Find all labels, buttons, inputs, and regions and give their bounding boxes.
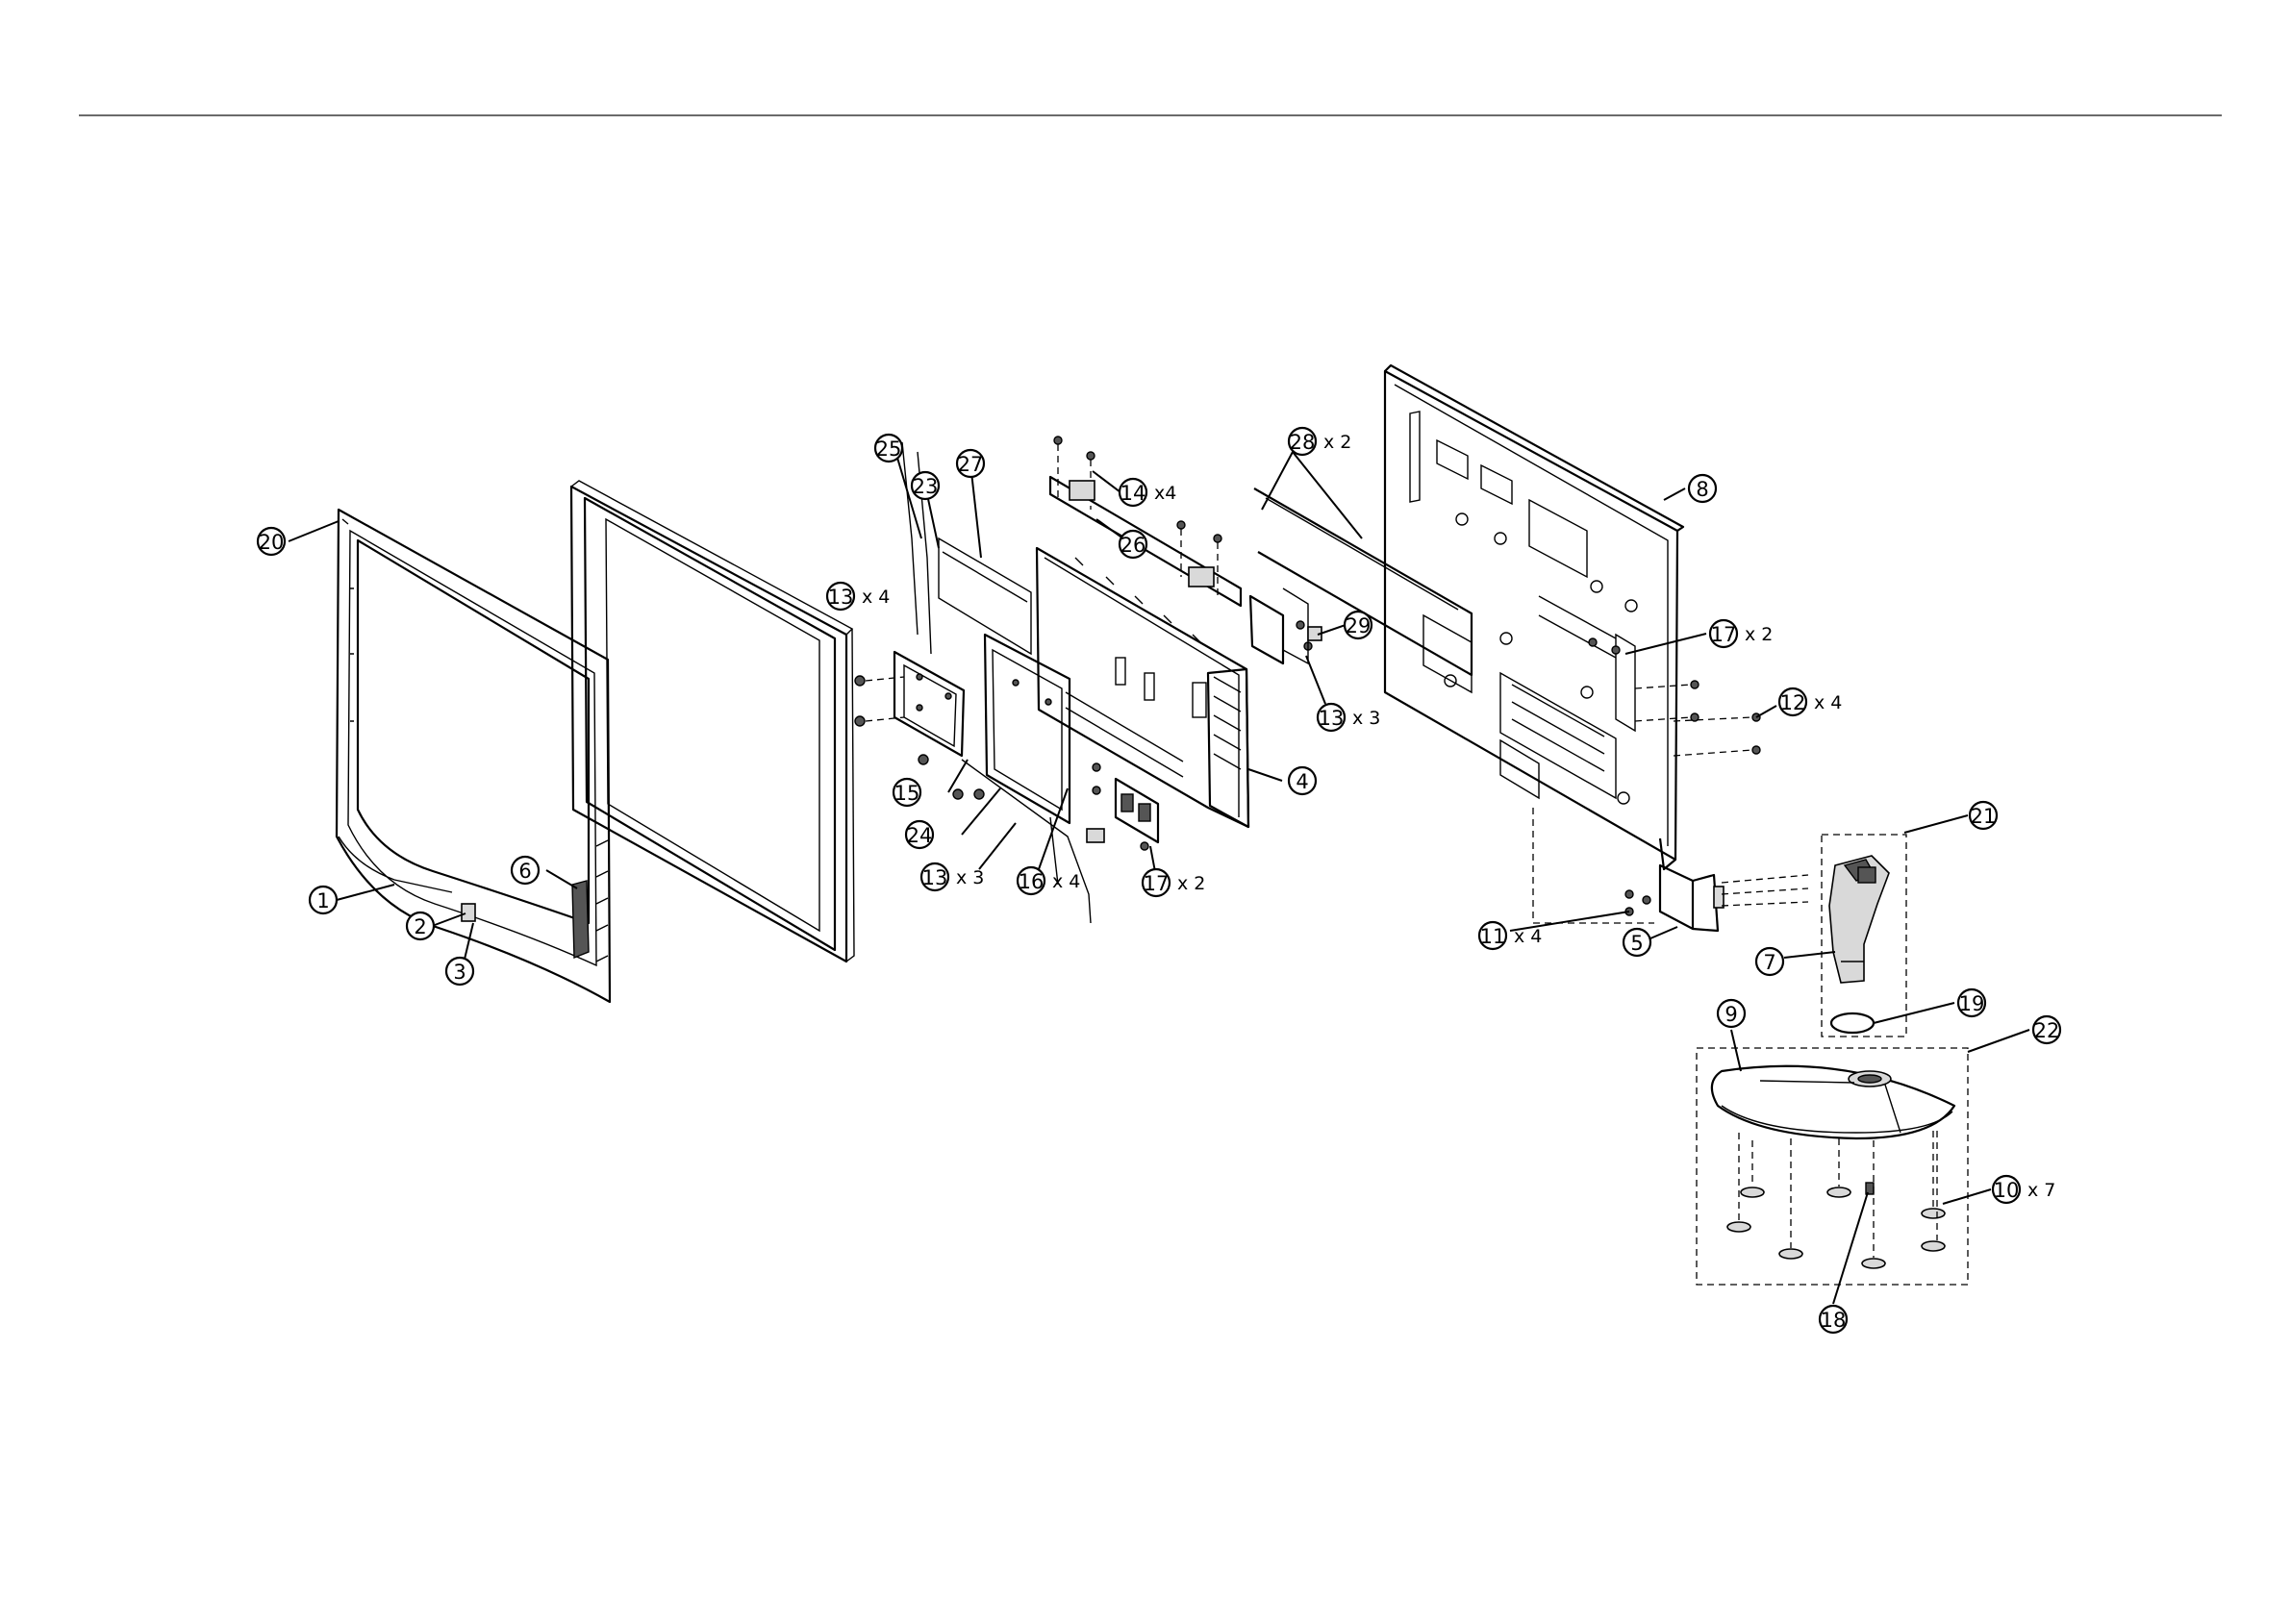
hinge-bracket [1533,808,1808,931]
callout-quantity: x 2 [1323,432,1351,453]
callout-number: 28 [1290,431,1316,454]
callout-number: 12 [1780,691,1806,714]
callout-c13b: 13 x 3 [921,863,984,890]
callout-number: 3 [453,961,466,984]
callout-c4: 4 [1289,767,1316,794]
callout-quantity: x 4 [1814,692,1842,713]
callout-c24: 24 [906,821,933,848]
callout-c20: 20 [258,528,285,555]
callout-number: 4 [1296,770,1308,793]
callout-number: 10 [1994,1179,2020,1202]
callout-quantity: x 4 [862,587,890,608]
callout-quantity: x 3 [956,867,984,888]
callout-c14: 14 x4 [1120,479,1176,506]
callout-quantity: x 2 [1745,624,1773,645]
callout-c25: 25 [875,435,902,462]
callout-c13c: 13 x 3 [1318,704,1380,731]
callout-c7: 7 [1756,948,1783,975]
callout-c3: 3 [446,958,473,985]
callout-number: 17 [1711,623,1737,646]
callout-c19: 19 [1958,989,1985,1016]
front-bezel [337,510,610,1002]
rear-cover [1385,365,1683,869]
callout-c15: 15 [894,779,920,806]
callout-c29: 29 [1345,612,1372,638]
callout-number: 27 [958,453,984,476]
callout-c13a: 13 x 4 [827,583,890,610]
callout-c12: 12 x 4 [1779,688,1842,715]
callout-c17b: 17 x 2 [1710,620,1773,647]
callout-c9: 9 [1718,1000,1745,1027]
keypad-board [894,652,964,756]
callout-c8: 8 [1689,475,1716,502]
callout-c2: 2 [407,912,434,939]
callout-c23: 23 [912,472,939,499]
power-board [985,635,1070,823]
callout-c10: 10 x 7 [1993,1176,2055,1203]
callout-c21: 21 [1970,802,1997,829]
callout-c18: 18 [1820,1306,1847,1333]
stand-neck-group [1822,835,1906,1037]
callout-number: 19 [1959,992,1985,1015]
callout-number: 2 [414,915,426,938]
callout-number: 24 [907,824,933,847]
callout-quantity: x 7 [2027,1180,2055,1201]
callout-quantity: x4 [1154,483,1176,504]
callout-number: 14 [1120,482,1146,505]
callout-c16: 16 x 4 [1018,867,1080,894]
callout-quantity: x 4 [1514,926,1542,947]
callout-c27: 27 [957,450,984,477]
callout-number: 15 [894,782,920,805]
callout-number: 17 [1144,872,1170,895]
callout-c28: 28 x 2 [1289,428,1351,455]
callout-number: 22 [2034,1019,2060,1042]
callout-c22: 22 [2033,1016,2060,1043]
callout-number: 5 [1630,932,1643,955]
callout-number: 13 [1319,707,1345,730]
callout-number: 21 [1971,805,1997,828]
callout-c1: 1 [310,887,337,913]
callout-number: 11 [1480,925,1506,948]
callout-number: 29 [1346,614,1372,637]
lcd-panel [571,481,854,962]
callout-quantity: x 4 [1052,871,1080,892]
callout-number: 13 [922,866,948,889]
stand-base-group [1697,1048,1968,1285]
callout-c5: 5 [1624,929,1650,956]
callout-c26: 26 [1120,531,1146,558]
side-board [1250,488,1472,675]
callout-quantity: x 3 [1352,708,1380,729]
callout-c17a: 17 x 2 [1143,869,1205,896]
callout-number: 1 [316,889,329,912]
callout-number: 13 [828,586,854,609]
callout-number: 18 [1821,1309,1847,1332]
callout-number: 26 [1120,534,1146,557]
callout-number: 9 [1725,1003,1737,1026]
callout-number: 23 [913,475,939,498]
callout-number: 7 [1763,951,1775,974]
wire-harness [962,760,1091,923]
callout-c6: 6 [512,857,539,884]
callout-c11: 11 x 4 [1479,922,1542,949]
callout-number: 8 [1696,478,1708,501]
callout-number: 6 [518,860,531,883]
callout-number: 20 [259,531,285,554]
callout-number: 25 [876,437,902,461]
callout-quantity: x 2 [1177,873,1205,894]
callout-number: 16 [1019,870,1045,893]
